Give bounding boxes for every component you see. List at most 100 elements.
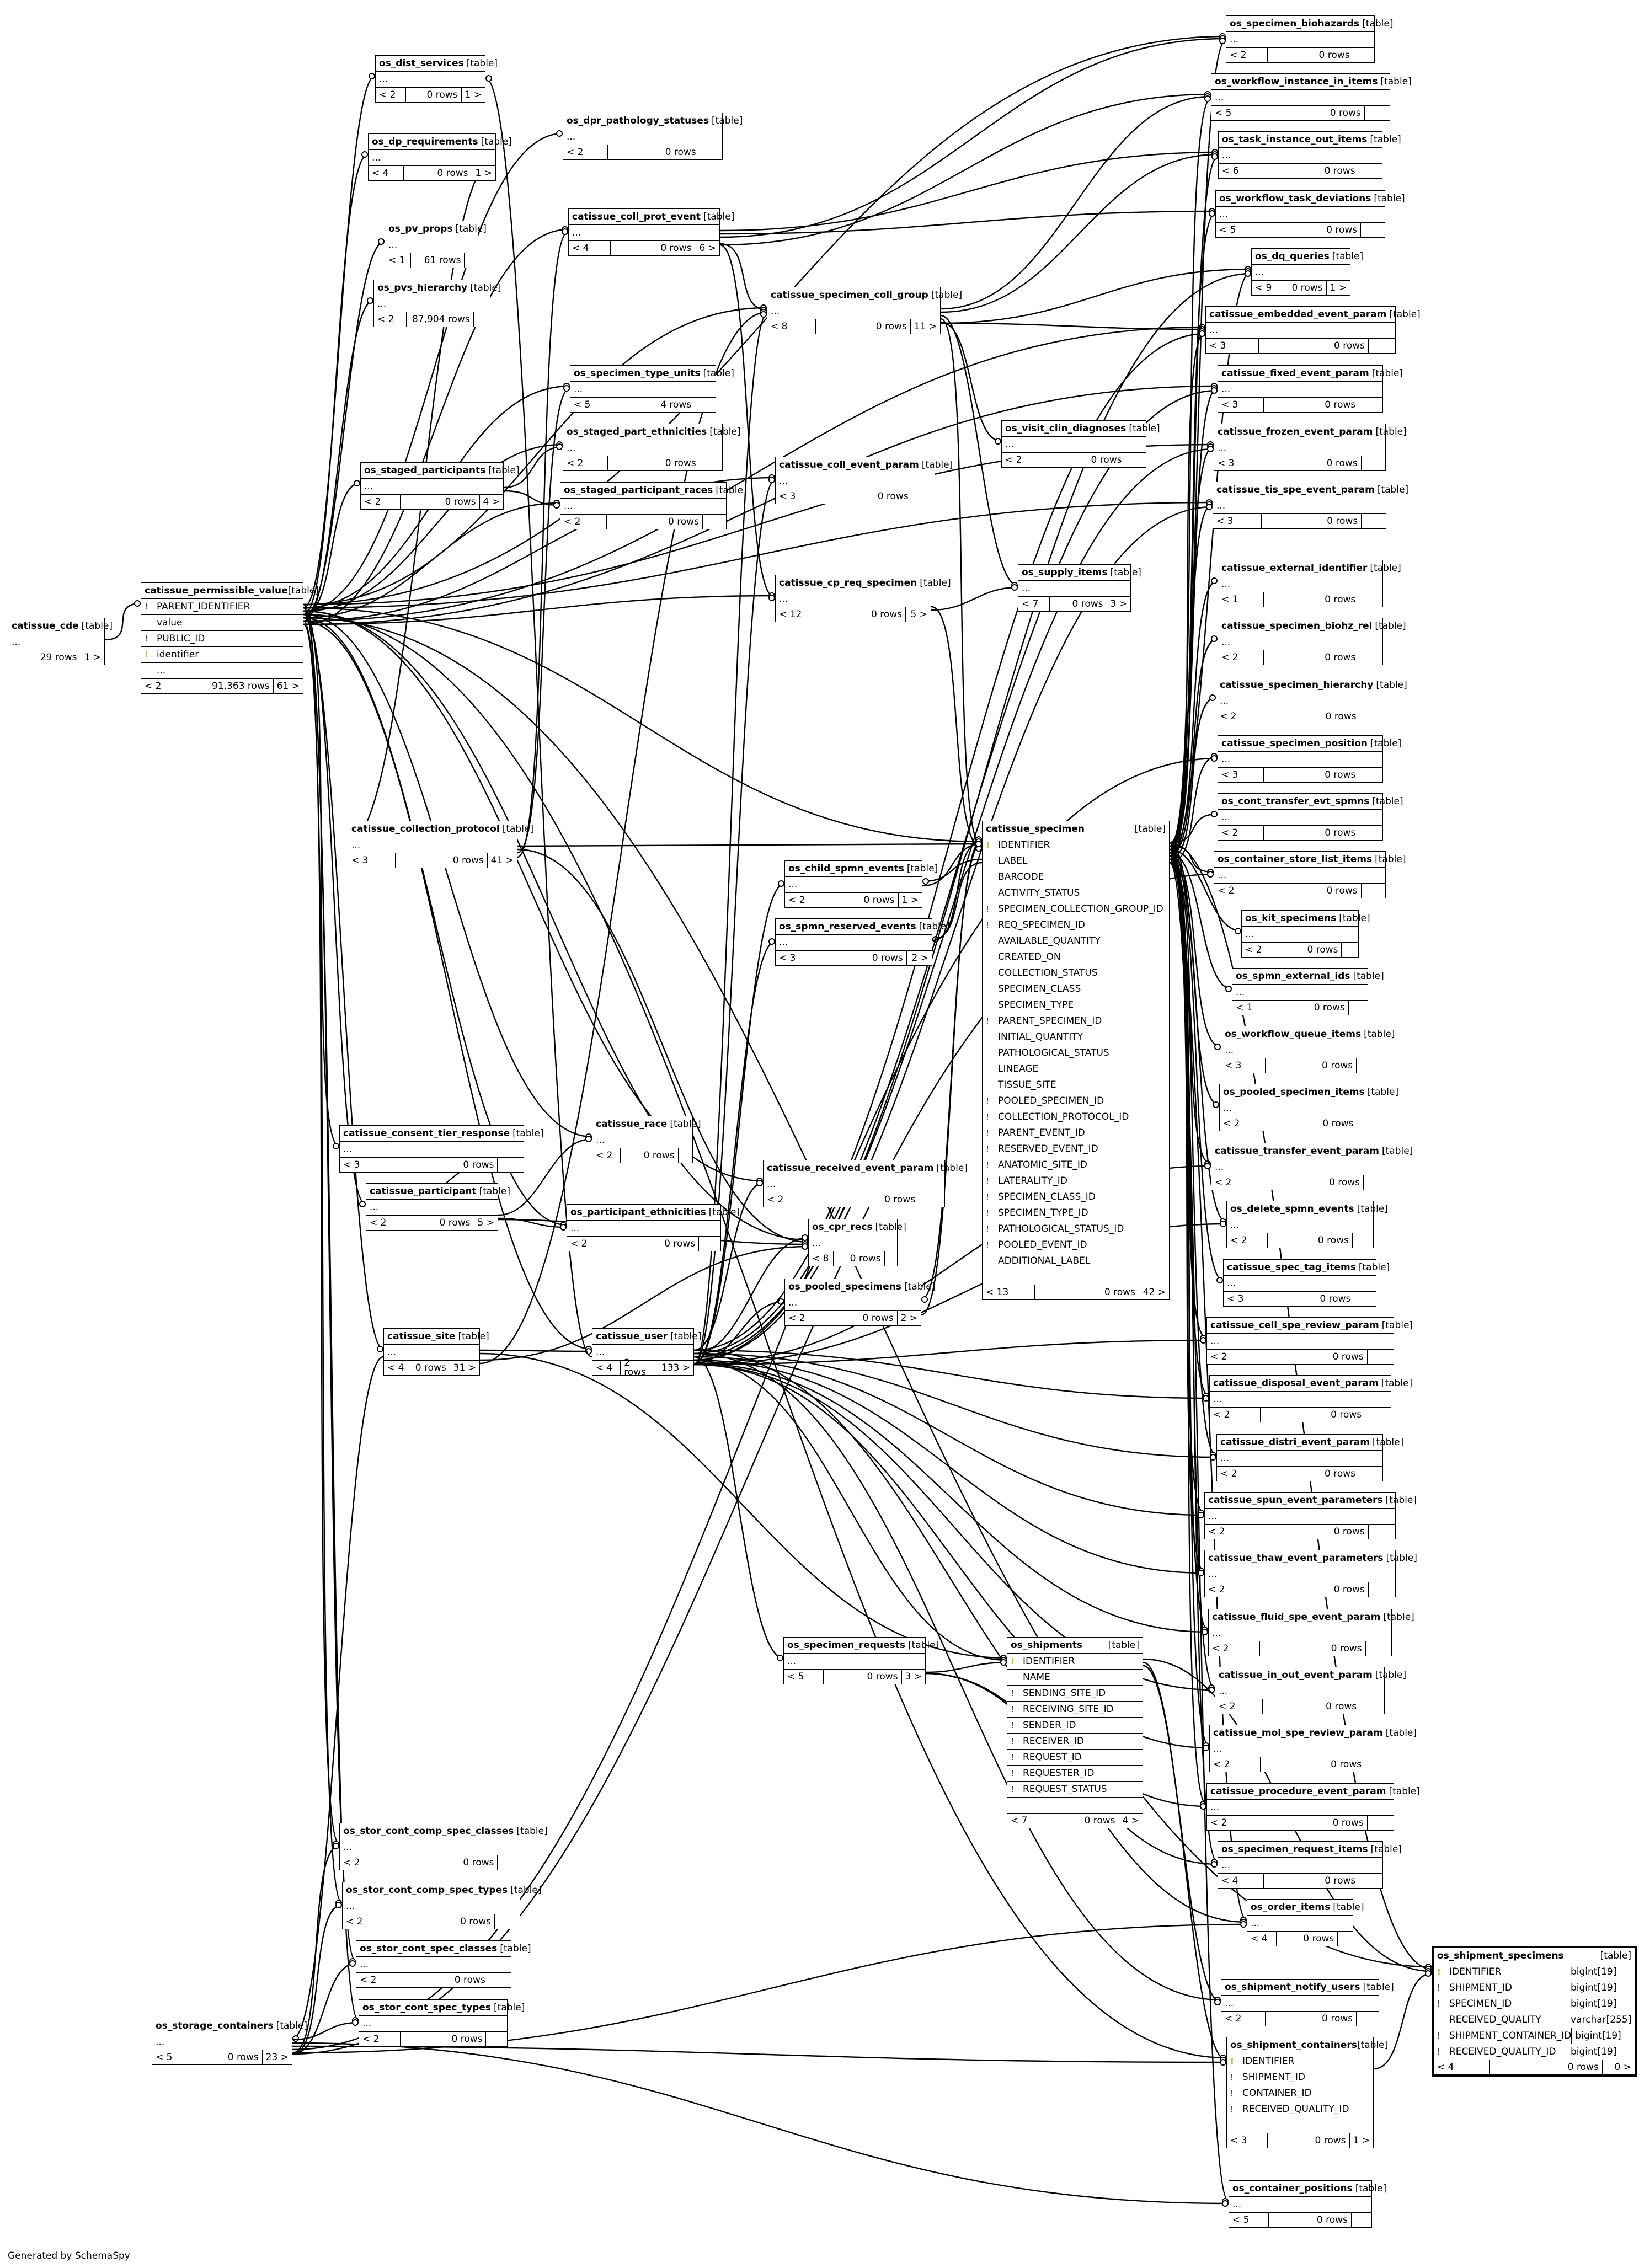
column-row[interactable]: BARCODE — [983, 869, 1169, 885]
column-row[interactable]: !IDENTIFIER — [1007, 1654, 1143, 1670]
column-row[interactable]: TISSUE_SITE — [983, 1077, 1169, 1093]
child-count[interactable] — [498, 1855, 524, 1870]
table-name[interactable]: os_shipments — [1011, 1639, 1083, 1651]
parent-count[interactable]: < 9 — [1252, 281, 1279, 295]
parent-count[interactable]: < 4 — [569, 241, 611, 255]
child-count[interactable] — [486, 2032, 507, 2046]
table-name[interactable]: os_container_store_list_items — [1218, 853, 1373, 865]
child-count[interactable] — [1354, 1292, 1376, 1306]
column-row[interactable]: !SENDER_ID — [1007, 1718, 1143, 1734]
parent-count[interactable]: < 2 — [359, 2032, 401, 2046]
parent-count[interactable]: < 1 — [385, 253, 412, 268]
column-row[interactable]: !IDENTIFIER — [1227, 2053, 1373, 2069]
table-name[interactable]: os_dist_services — [379, 57, 464, 69]
ellipsis-row[interactable]: ... — [1210, 1392, 1391, 1408]
ellipsis-row[interactable]: ... — [384, 1345, 479, 1361]
child-count[interactable] — [1352, 2213, 1371, 2227]
parent-count[interactable]: < 4 — [384, 1361, 411, 1375]
child-count[interactable] — [1342, 943, 1358, 957]
child-count[interactable] — [489, 1973, 511, 1987]
child-count[interactable] — [1353, 48, 1374, 62]
table-catissue-specimen-hierarchy[interactable]: catissue_specimen_hierarchy[table]...< 2… — [1216, 677, 1407, 724]
child-count[interactable] — [1361, 223, 1385, 237]
parent-count[interactable]: < 3 — [1224, 1292, 1267, 1306]
child-count[interactable]: 42 > — [1143, 1286, 1166, 1298]
table-name[interactable]: os_specimen_biohazards — [1230, 18, 1360, 29]
parent-count[interactable]: < 2 — [356, 1973, 400, 1987]
table-name[interactable]: os_order_items — [1251, 1901, 1331, 1913]
table-catissue-tis-spe-event-param[interactable]: catissue_tis_spe_event_param[table]...< … — [1213, 482, 1408, 529]
child-count[interactable]: 11 > — [914, 320, 937, 332]
table-name[interactable]: catissue_distri_event_param — [1220, 1436, 1370, 1448]
parent-count[interactable]: < 3 — [1218, 398, 1264, 412]
ellipsis-row[interactable]: ... — [1218, 382, 1382, 398]
column-row[interactable]: SPECIMEN_TYPE — [983, 997, 1169, 1013]
child-count[interactable] — [1349, 1001, 1368, 1015]
parent-count[interactable]: < 2 — [1210, 1757, 1261, 1772]
table-name[interactable]: catissue_user — [596, 1330, 668, 1342]
parent-count[interactable]: < 3 — [1206, 339, 1259, 353]
table-os-workflow-instance-in-items[interactable]: os_workflow_instance_in_items[table]...<… — [1211, 73, 1412, 121]
parent-count[interactable]: < 2 — [592, 1148, 621, 1163]
child-count[interactable]: 3 > — [1110, 598, 1127, 609]
ellipsis-row[interactable]: ... — [1214, 868, 1385, 884]
column-row[interactable]: !SENDING_SITE_ID — [1007, 1686, 1143, 1702]
parent-count[interactable]: < 2 — [1214, 884, 1262, 898]
ellipsis-row[interactable]: ... — [1218, 1858, 1382, 1874]
ellipsis-row[interactable]: ... — [776, 473, 935, 489]
column-row[interactable]: PATHOLOGICAL_STATUS — [983, 1045, 1169, 1061]
parent-count[interactable]: < 2 — [1227, 1233, 1268, 1248]
table-name[interactable]: os_shipment_containers — [1230, 2039, 1357, 2051]
column-row[interactable]: !PUBLIC_ID — [141, 631, 303, 647]
parent-count[interactable]: < 2 — [1226, 48, 1268, 62]
column-row[interactable]: LINEAGE — [983, 1061, 1169, 1077]
parent-count[interactable]: < 5 — [1216, 223, 1263, 237]
column-row[interactable]: COLLECTION_STATUS — [983, 965, 1169, 981]
parent-count[interactable]: < 2 — [1207, 1816, 1259, 1830]
child-count[interactable] — [885, 1251, 897, 1266]
parent-count[interactable]: < 8 — [809, 1251, 834, 1266]
ellipsis-row[interactable]: ... — [1209, 1625, 1391, 1641]
ellipsis-row[interactable]: ... — [785, 877, 922, 893]
parent-count[interactable]: < 8 — [767, 319, 816, 334]
parent-count[interactable]: < 3 — [1221, 1058, 1266, 1073]
ellipsis-row[interactable]: ... — [764, 1176, 944, 1192]
column-row[interactable]: !SPECIMEN_TYPE_ID — [983, 1205, 1169, 1221]
ellipsis-row[interactable]: ... — [359, 2016, 507, 2032]
ellipsis-row[interactable]: ... — [784, 1654, 925, 1670]
table-name[interactable]: catissue_transfer_event_param — [1215, 1145, 1379, 1157]
parent-count[interactable] — [8, 650, 35, 665]
ellipsis-row[interactable]: ... — [1002, 437, 1146, 453]
table-name[interactable]: os_visit_clin_diagnoses — [1005, 422, 1127, 434]
table-catissue-consent-tier-response[interactable]: catissue_consent_tier_response[table]...… — [339, 1125, 543, 1173]
ellipsis-row[interactable]: ... — [1213, 498, 1386, 514]
column-row[interactable]: CREATED_ON — [983, 949, 1169, 965]
ellipsis-row[interactable]: ... — [1215, 1683, 1384, 1699]
parent-count[interactable]: < 2 — [1221, 2012, 1266, 2026]
child-count[interactable] — [498, 1158, 524, 1172]
parent-count[interactable]: < 2 — [563, 145, 608, 159]
child-count[interactable]: 133 > — [661, 1362, 690, 1373]
table-name[interactable]: os_stor_cont_spec_classes — [360, 1943, 498, 1954]
table-name[interactable]: catissue_coll_event_param — [779, 459, 919, 470]
column-row[interactable]: !PARENT_SPECIMEN_ID — [983, 1013, 1169, 1029]
ellipsis-row[interactable]: ... — [592, 1345, 693, 1361]
ellipsis-row[interactable]: ... — [356, 1957, 511, 1973]
child-count[interactable] — [1359, 1874, 1382, 1888]
table-name[interactable]: os_dp_requirements — [372, 136, 478, 147]
ellipsis-row[interactable]: ... — [1211, 90, 1390, 106]
